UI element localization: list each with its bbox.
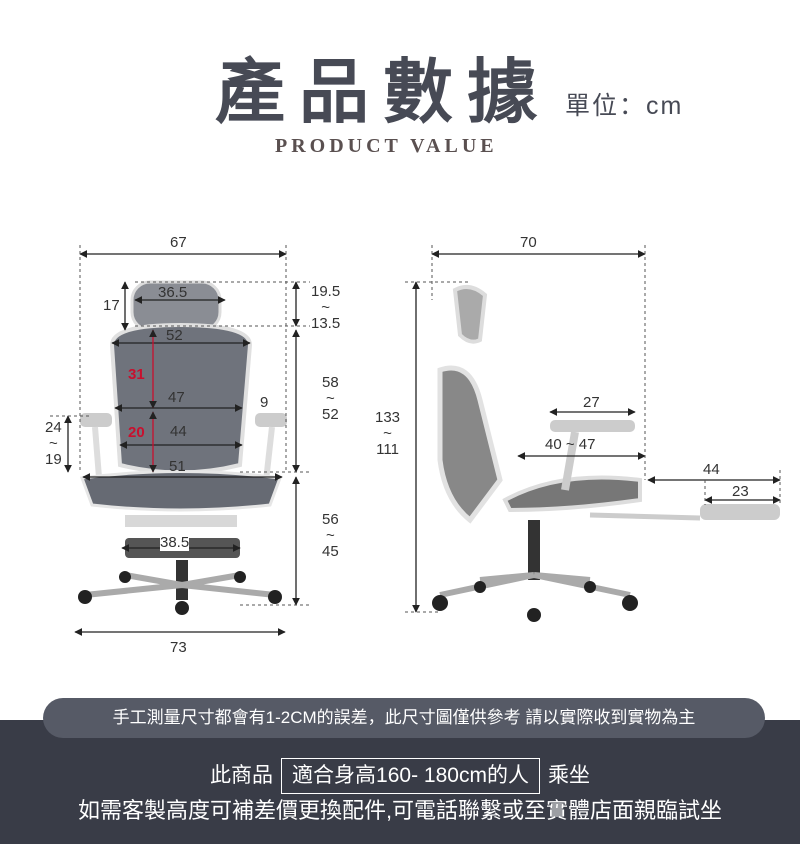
- custom-note: 如需客製高度可補差價更換配件,可電話聯繫或至實體店面親臨試坐: [77, 798, 723, 823]
- dim-footrest-pad: 23: [732, 483, 749, 500]
- chair-dimension-diagram: [50, 245, 781, 636]
- dim-back-height: 58 ~ 52: [322, 374, 339, 423]
- dim-seat-depth: 40 ~ 47: [545, 436, 596, 453]
- height-fit-line: 此商品適合身高160- 180cm的人乘坐: [0, 758, 800, 794]
- dimension-lines: [64, 250, 781, 636]
- dim-back-upper-width: 52: [166, 327, 183, 344]
- disclaimer-pill: 手工測量尺寸都會有1-2CM的誤差，此尺寸圖僅供參考 請以實際收到實物為主: [43, 698, 765, 738]
- dim-overall-width: 67: [170, 234, 187, 251]
- dim-back-height-mark: 31: [128, 366, 145, 383]
- dim-lumbar-width: 44: [170, 423, 187, 440]
- dim-armrest-gap: 9: [260, 394, 269, 411]
- dim-footrest-width: 38.5: [160, 534, 190, 551]
- side-chair-illustration: [432, 284, 780, 622]
- dim-seat-height: 56 ~ 45: [322, 511, 339, 560]
- dim-seat-width: 51: [169, 458, 186, 475]
- fit-prefix: 此商品: [210, 764, 274, 787]
- page-subtitle: PRODUCT VALUE: [275, 135, 498, 157]
- dim-footrest-extension: 44: [703, 461, 720, 478]
- dim-back-width: 47: [168, 389, 185, 406]
- dim-overall-height: 133 ~ 111: [375, 409, 401, 458]
- unit-label: 單位：cm: [565, 92, 684, 120]
- front-chair-illustration: [78, 280, 287, 615]
- footer-band: [0, 720, 800, 844]
- dim-overall-depth: 70: [520, 234, 537, 251]
- dim-headrest-adjust: 19.5 ~ 13.5: [311, 283, 341, 332]
- guide-lines: [50, 245, 781, 613]
- page-title: 產品數據: [215, 50, 551, 133]
- dim-armrest-length: 27: [583, 394, 600, 411]
- dim-lumbar-mark: 20: [128, 424, 145, 441]
- dim-headrest-width: 36.5: [158, 284, 188, 301]
- dim-headrest-height: 17: [103, 297, 120, 314]
- dim-armrest-height: 24 ~ 19: [45, 419, 62, 468]
- fit-highlight: 適合身高160- 180cm的人: [281, 758, 540, 794]
- dim-base-width: 73: [170, 639, 187, 656]
- fit-suffix: 乘坐: [547, 764, 590, 787]
